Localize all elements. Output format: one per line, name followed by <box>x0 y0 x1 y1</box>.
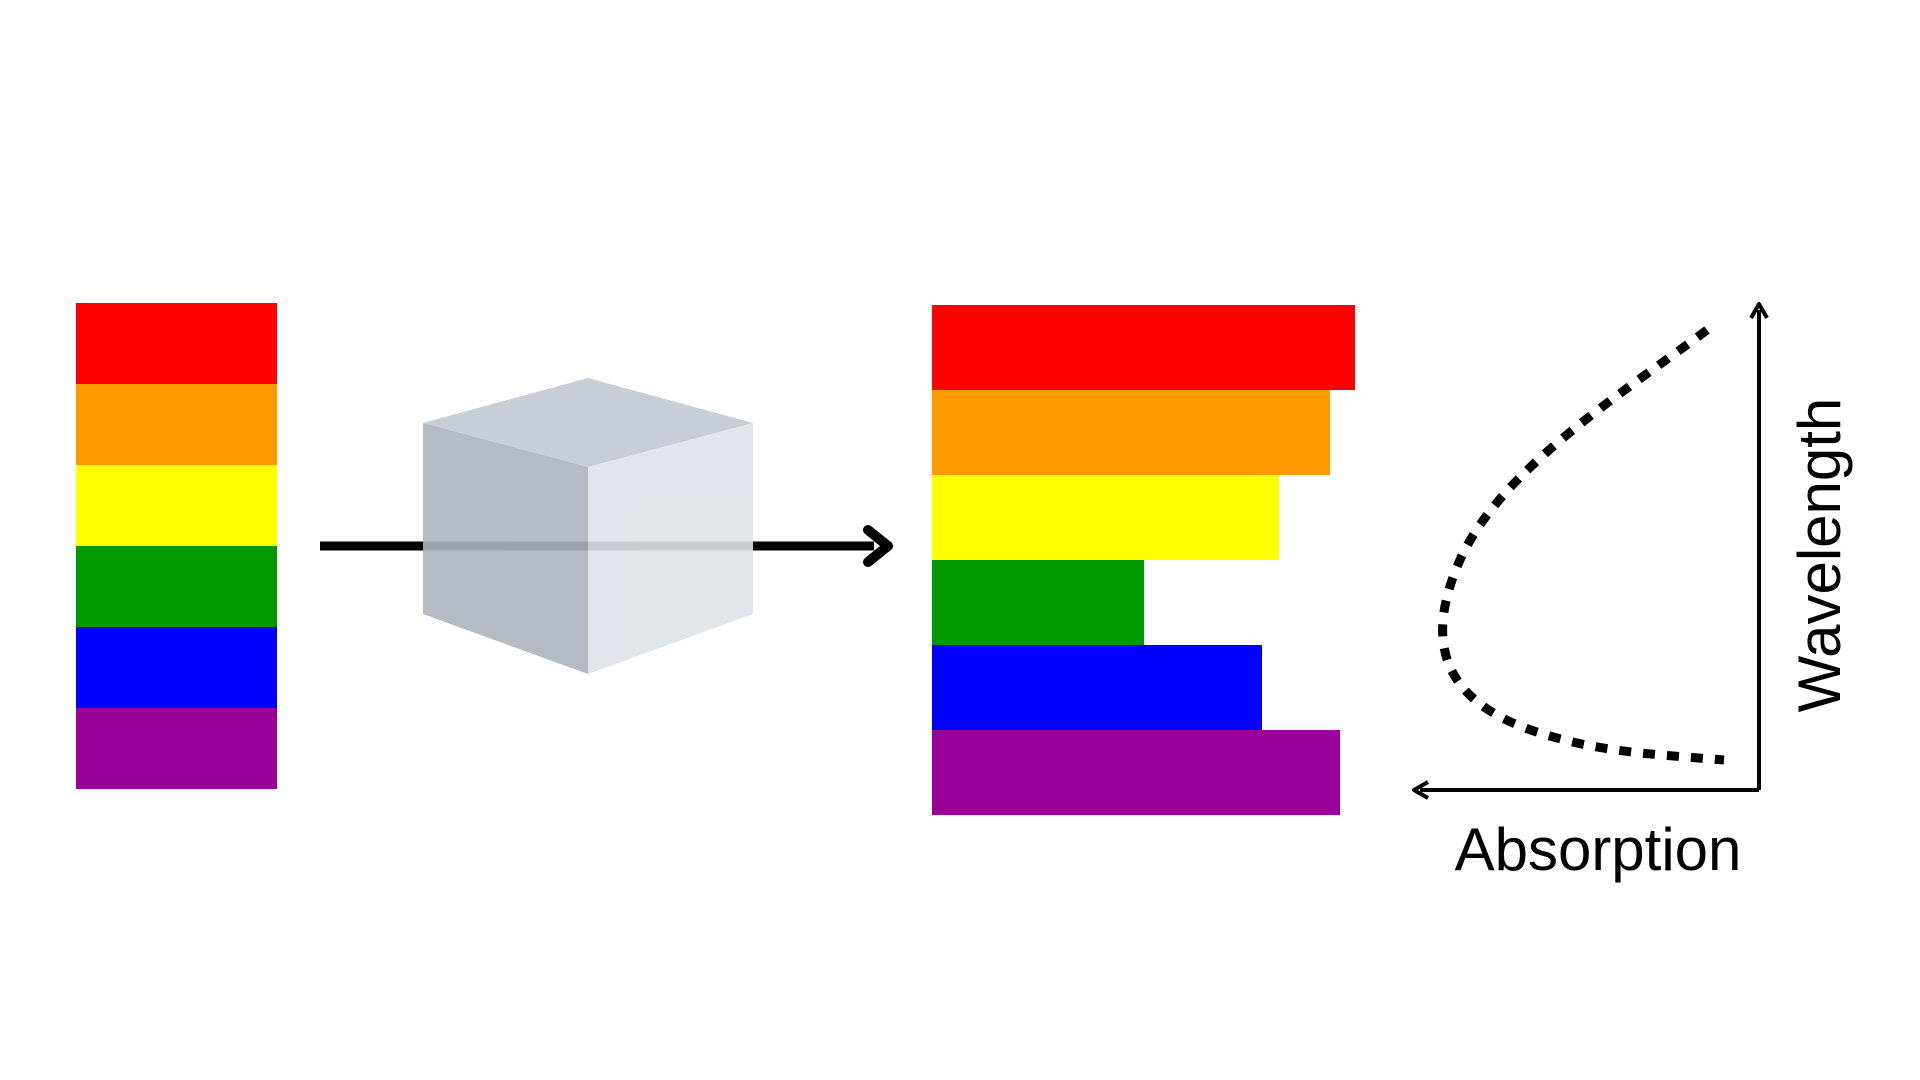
cube-left-face <box>423 423 588 674</box>
absorption-curve <box>1438 326 1725 765</box>
incident-band-red <box>76 303 277 384</box>
incident-band-orange <box>76 384 277 465</box>
incident-light-spectrum <box>76 303 277 789</box>
transmitted-band-red <box>932 305 1355 390</box>
arrow-head-icon <box>863 525 893 567</box>
absorption-axis-label: Absorption <box>1455 816 1742 883</box>
absorption-axis-arrow-icon <box>1412 780 1429 800</box>
incident-band-purple <box>76 708 277 789</box>
wavelength-axis-arrow-icon <box>1749 302 1769 319</box>
transmitted-light-spectrum <box>932 305 1355 815</box>
incident-band-yellow <box>76 465 277 546</box>
transmitted-band-yellow <box>932 475 1279 560</box>
transmitted-band-green <box>932 560 1144 645</box>
transmitted-band-orange <box>932 390 1330 475</box>
incident-band-blue <box>76 627 277 708</box>
wavelength-axis-label: Wavelength <box>1786 398 1853 713</box>
absorption-spectrum-plot: Absorption Wavelength <box>1412 302 1853 883</box>
cube-icon <box>423 378 753 674</box>
incident-band-green <box>76 546 277 627</box>
transmitted-band-purple <box>932 730 1340 815</box>
cube-top-face <box>423 378 753 467</box>
transmitted-band-blue <box>932 645 1262 730</box>
cube-right-face <box>588 423 753 674</box>
